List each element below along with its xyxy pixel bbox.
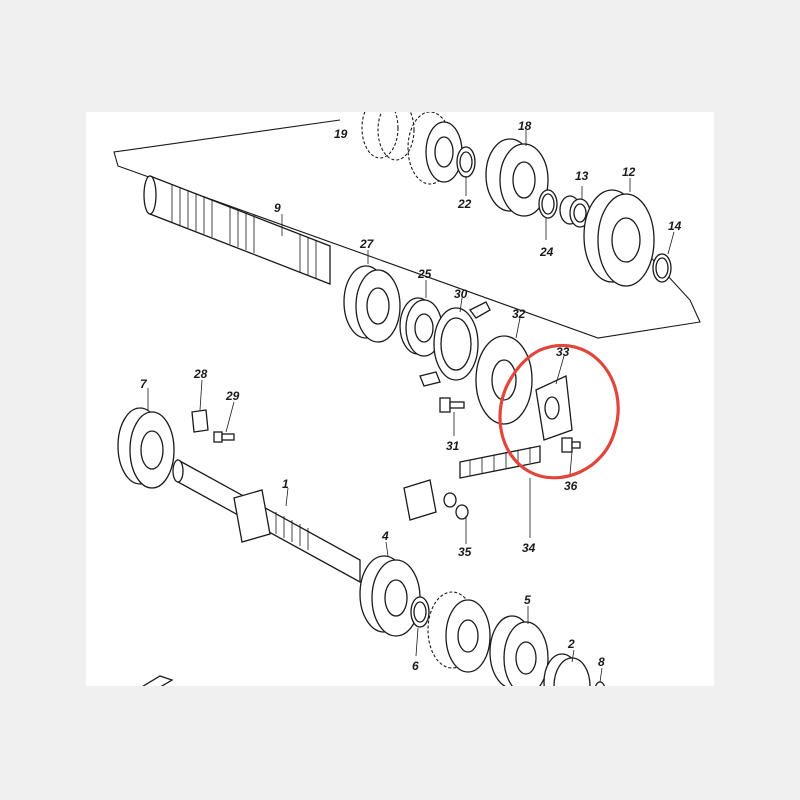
callout-7: 7 (140, 377, 148, 391)
callout-29: 29 (225, 389, 240, 403)
callout-25: 25 (417, 267, 432, 281)
callout-4: 4 (381, 529, 389, 543)
callout-35: 35 (458, 545, 472, 559)
part-4-gear (359, 555, 421, 637)
part-33-lock-plate (535, 375, 573, 441)
part-13-bushing (559, 195, 591, 228)
transmission-exploded-diagram: 19 18 13 12 22 9 14 24 27 25 30 32 33 7 … (113, 112, 701, 686)
part-29-screw (213, 431, 235, 443)
part-5-gear (489, 615, 549, 686)
part-30-plate (419, 301, 491, 387)
part-31-bolt (439, 397, 465, 413)
part-32-sprocket (475, 335, 533, 425)
callout-33: 33 (556, 345, 570, 359)
leader-lines (147, 130, 675, 683)
callout-31: 31 (446, 439, 460, 453)
callout-36: 36 (564, 479, 578, 493)
part-27-bearing (343, 265, 401, 343)
callout-14: 14 (668, 219, 682, 233)
part-6-washer (410, 596, 430, 628)
part-8-circlip (594, 681, 606, 686)
callout-2: 2 (567, 637, 575, 651)
part-28-plate (191, 409, 209, 433)
part-9-countershaft (143, 175, 331, 285)
callout-5: 5 (524, 593, 531, 607)
part-25-seal (399, 297, 443, 357)
part-14-ring (652, 253, 672, 283)
gear-dashed-lower (427, 591, 491, 673)
part-36-bolt (561, 437, 581, 453)
callout-22: 22 (457, 197, 472, 211)
callout-24: 24 (539, 245, 554, 259)
gear-dashed-upper (407, 112, 463, 185)
front-arrow-icon (142, 675, 174, 686)
parts-diagram-sheet: 19 18 13 12 22 9 14 24 27 25 30 32 33 7 … (86, 112, 714, 686)
callout-32: 32 (512, 307, 526, 321)
countershaft-group-outline (113, 119, 701, 339)
part-18-gear (485, 138, 549, 217)
part-1-mainshaft (172, 458, 361, 584)
callout-1: 1 (282, 477, 289, 491)
callout-28: 28 (193, 367, 208, 381)
part-2-gear (543, 653, 591, 686)
part-7-bearing (117, 407, 175, 489)
part-24-washer (538, 189, 558, 219)
callout-27: 27 (359, 237, 375, 251)
part-22-washer (456, 146, 476, 178)
callout-30: 30 (454, 287, 468, 301)
part-19-gear (361, 112, 415, 161)
callout-34: 34 (522, 541, 536, 555)
part-35-master-link (403, 479, 469, 521)
callout-9: 9 (274, 201, 281, 215)
callout-18: 18 (518, 119, 532, 133)
callout-12: 12 (622, 165, 636, 179)
callout-8: 8 (598, 655, 605, 669)
callout-13: 13 (575, 169, 589, 183)
callout-6: 6 (412, 659, 419, 673)
part-34-chain (459, 445, 541, 479)
highlight-circle (498, 343, 620, 480)
part-12-gear (583, 189, 655, 287)
callout-19: 19 (334, 127, 348, 141)
